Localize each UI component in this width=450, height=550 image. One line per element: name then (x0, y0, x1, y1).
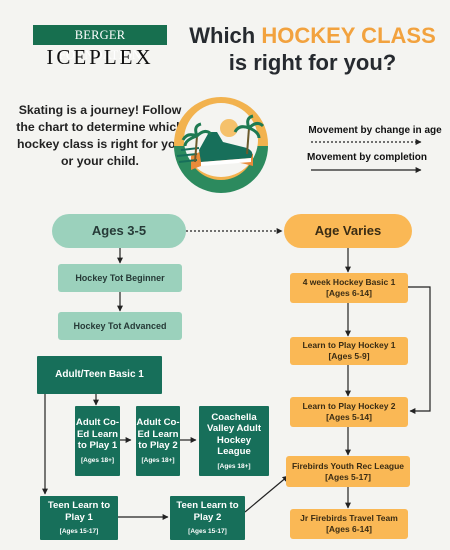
jr-firebirds-ages: [Ages 6-14] (326, 524, 372, 534)
jr-firebirds-name: Jr Firebirds Travel Team (300, 513, 398, 523)
ltp-hockey-1-ages: [Ages 5-9] (328, 351, 370, 361)
coachella-valley-league-box: Coachella Valley Adult Hockey League [Ag… (199, 406, 269, 476)
coachella-name: Coachella Valley Adult Hockey League (206, 411, 262, 458)
adult-ltp-1-ages: [Ages 18+] (80, 456, 115, 464)
age-varies-pill: Age Varies (284, 214, 412, 248)
firebirds-rec-ages: [Ages 5-17] (325, 471, 371, 482)
adult-ltp-1-box: Adult Co-Ed Learn to Play 1 [Ages 18+] (75, 406, 120, 476)
firebirds-youth-rec-league-box: Firebirds Youth Rec League [Ages 5-17] (286, 456, 410, 487)
adult-ltp-2-box: Adult Co-Ed Learn to Play 2 [Ages 18+] (136, 406, 180, 476)
hockey-tot-beginner-box: Hockey Tot Beginner (58, 264, 182, 292)
title-highlight: HOCKEY CLASS (261, 23, 436, 48)
logo-iceplex-text: ICEPLEX (46, 45, 154, 69)
teen-ltp-2-ages: [Ages 15-17] (188, 528, 227, 535)
jr-firebirds-travel-team-box: Jr Firebirds Travel Team [Ages 6-14] (290, 509, 408, 539)
teen-ltp-1-ages: [Ages 15-17] (59, 528, 99, 535)
teen-ltp-2-name: Teen Learn to Play 2 (176, 500, 239, 523)
page-title: Which HOCKEY CLASS is right for you? (180, 22, 445, 76)
ltp-hockey-2-name: Learn to Play Hockey 2 (302, 401, 396, 411)
title-line2: is right for you? (228, 50, 397, 75)
firebirds-rec-name: Firebirds Youth Rec League (291, 460, 405, 471)
hockey-basic-1-name: 4 week Hockey Basic 1 (302, 277, 396, 287)
ltp-hockey-2-ages: [Ages 5-14] (326, 412, 372, 422)
adult-ltp-2-name: Adult Co-Ed Learn to Play 2 (136, 417, 180, 452)
ltp-hockey-1-name: Learn to Play Hockey 1 (302, 340, 396, 350)
adult-teen-basic-1-box: Adult/Teen Basic 1 (37, 356, 162, 394)
legend-completion-label: Movement by completion (306, 152, 427, 163)
hockey-basic-1-box: 4 week Hockey Basic 1 [Ages 6-14] (290, 273, 408, 303)
learn-to-play-hockey-1-box: Learn to Play Hockey 1 [Ages 5-9] (290, 337, 408, 365)
adult-ltp-1-name: Adult Co-Ed Learn to Play 1 (75, 417, 120, 452)
teen-ltp-1-box: Teen Learn to Play 1 [Ages 15-17] (40, 496, 118, 540)
teen-ltp-1-name: Teen Learn to Play 1 (47, 500, 111, 523)
hockey-tot-advanced-box: Hockey Tot Advanced (58, 312, 182, 340)
logo-foundation-text: BERGER FOUNDATION (33, 25, 167, 62)
title-prefix: Which (189, 23, 262, 48)
adult-ltp-2-ages: [Ages 18+] (141, 456, 175, 464)
teen-ltp-2-box: Teen Learn to Play 2 [Ages 15-17] (170, 496, 245, 540)
hockey-basic-1-ages: [Ages 6-14] (326, 288, 372, 298)
coachella-ages: [Ages 18+] (217, 462, 251, 470)
learn-to-play-hockey-2-box: Learn to Play Hockey 2 [Ages 5-14] (290, 397, 408, 427)
adult-teen-basic-1-name: Adult/Teen Basic 1 (55, 369, 144, 380)
ages-3-5-pill: Ages 3-5 (52, 214, 186, 248)
intro-text: Skating is a journey! Follow the chart t… (16, 103, 184, 168)
iceplex-emblem-icon (174, 97, 268, 193)
legend-age-label: Movement by change in age (308, 125, 442, 136)
